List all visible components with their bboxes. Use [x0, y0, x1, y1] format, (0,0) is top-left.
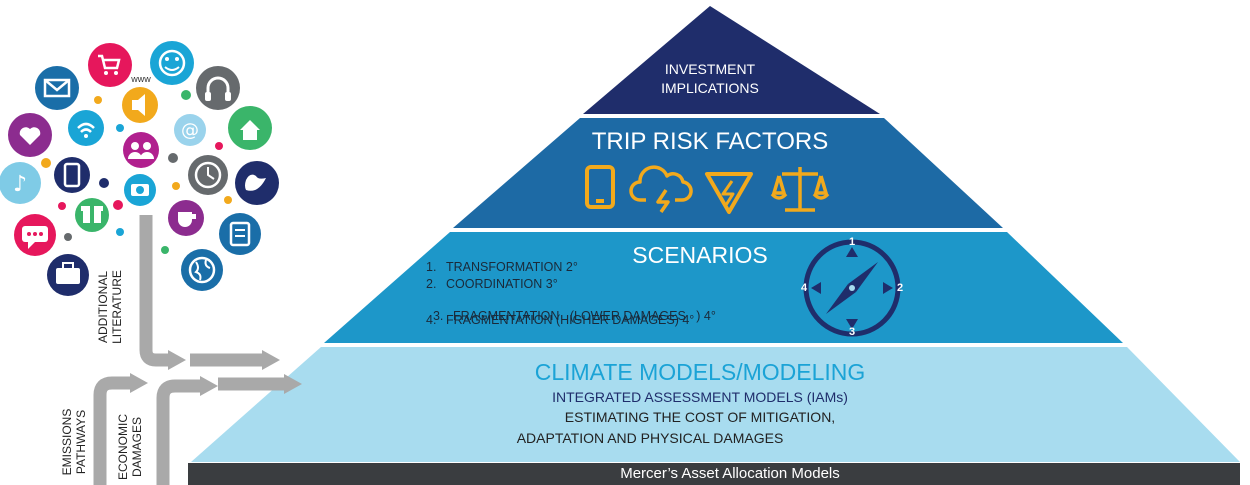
tier-climate-models — [191, 347, 1240, 462]
climate-desc-line2: ADAPTATION AND PHYSICAL DAMAGES — [516, 430, 784, 446]
scenario-text: TRANSFORMATION 2° — [446, 260, 578, 274]
wifi-icon — [68, 110, 104, 146]
literature-label: ADDITIONAL LITERATURE — [96, 264, 124, 350]
scales-icon — [770, 167, 830, 212]
smiley-icon — [150, 41, 194, 85]
investment-implications-label: INVESTMENT IMPLICATIONS — [630, 60, 790, 98]
compass-icon — [803, 239, 901, 337]
scenario-item: 3. FRAGMENTATION (LOWER DAMAGES ) 4° — [426, 295, 716, 323]
climate-models-title: CLIMATE MODELS/MODELING — [534, 359, 866, 385]
emissions-line2: PATHWAYS — [74, 409, 88, 475]
scenario-text: FRAGMENTATION (HIGHER DAMAGES) 4° — [446, 313, 695, 327]
phone-icon — [54, 157, 90, 193]
tablet-icon — [585, 165, 615, 209]
arrow-literature — [139, 215, 280, 370]
scenarios-title: SCENARIOS — [632, 242, 768, 268]
music-note-icon — [0, 162, 41, 204]
www-label: www — [131, 74, 151, 84]
mail-icon — [35, 66, 79, 110]
icon-glyphs: @ ♪ — [13, 49, 266, 284]
arrow-economic — [156, 374, 302, 485]
investment-line1: INVESTMENT — [664, 61, 756, 77]
arrow-emissions — [93, 373, 148, 485]
scenario-num: 2. — [426, 277, 437, 291]
cloud-storm-icon — [629, 165, 693, 214]
tier-scenarios — [324, 232, 1123, 343]
svg-text:♪: ♪ — [13, 172, 27, 197]
compass-label-4: 4 — [800, 282, 808, 294]
scenario-item: 2. COORDINATION 3° — [426, 277, 558, 291]
compass-label-1: 1 — [848, 236, 856, 248]
compass-label-3: 3 — [848, 326, 856, 338]
notebook-icon — [219, 213, 261, 255]
trip-risk-title: TRIP RISK FACTORS — [591, 128, 829, 155]
people-icon — [123, 132, 159, 168]
at-icon — [174, 114, 206, 146]
tier-investment-implications — [583, 6, 880, 114]
literature-line1: ADDITIONAL — [96, 271, 110, 344]
scenario-num: 3. — [432, 309, 444, 323]
headphones-icon — [196, 66, 240, 110]
scenario-text: COORDINATION 3° — [446, 277, 558, 291]
scenario-text: FRAGMENTATION (LOWER DAMAGES ) 4° — [452, 309, 716, 323]
globe-icon — [181, 249, 223, 291]
scenario-item: 4. FRAGMENTATION (HIGHER DAMAGES) 4° — [426, 313, 694, 327]
economic-line2: DAMAGES — [130, 417, 144, 478]
climate-desc-line1: ESTIMATING THE COST OF MITIGATION, — [564, 409, 836, 425]
scenario-num: 4. — [426, 313, 437, 327]
emissions-pathways-label: EMISSIONS PATHWAYS — [60, 400, 88, 484]
iam-subtitle: INTEGRATED ASSESSMENT MODELS (IAMs) — [552, 389, 848, 405]
warning-triangle-icon — [705, 172, 753, 214]
shopping-cart-icon — [88, 43, 132, 87]
emissions-line1: EMISSIONS — [60, 408, 74, 476]
literature-line2: LITERATURE — [110, 270, 124, 344]
base-bar — [188, 463, 1240, 485]
base-bar-label: Mercer’s Asset Allocation Models — [620, 465, 840, 482]
svg-text:@: @ — [181, 120, 199, 141]
compass-label-2: 2 — [896, 282, 904, 294]
scenario-item: 1. TRANSFORMATION 2° — [426, 260, 578, 274]
scenario-num: 1. — [426, 260, 437, 274]
economic-line1: ECONOMIC — [116, 414, 130, 480]
economic-damages-label: ECONOMIC DAMAGES — [116, 410, 144, 484]
investment-line2: IMPLICATIONS — [661, 80, 759, 96]
